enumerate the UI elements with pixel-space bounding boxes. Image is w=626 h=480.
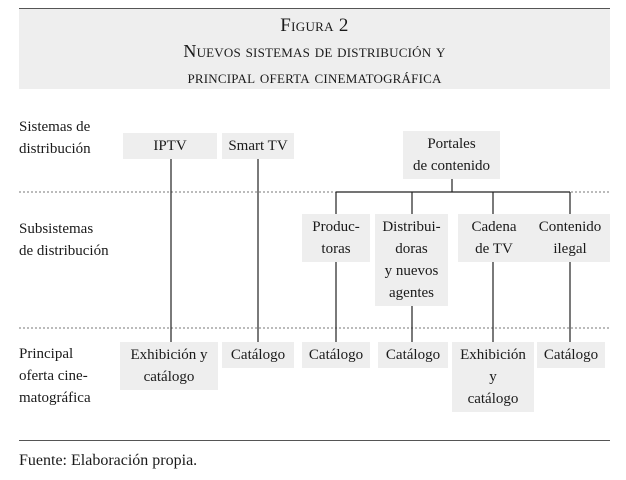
box-smart-tv: Smart TV <box>222 133 294 159</box>
box-oferta-cadena-tv: Exhibición y catálogo <box>452 342 534 412</box>
figure-label: Figura 2 <box>280 15 349 36</box>
figure-title-line-2: principal oferta cinematográfica <box>187 67 442 87</box>
box-contenido-ilegal: Contenido ilegal <box>530 214 610 262</box>
row-label-oferta: Principal oferta cine- matográfica <box>19 346 91 406</box>
figure-header: Figura 2 Nuevos sistemas de distribución… <box>19 8 610 89</box>
row-label-sistemas: Sistemas de distribución <box>19 119 91 157</box>
box-productoras: Produc- toras <box>302 214 370 262</box>
box-oferta-smart-tv: Catálogo <box>222 342 294 368</box>
box-oferta-iptv: Exhibición y catálogo <box>120 342 218 390</box>
figure-title-line-1: Nuevos sistemas de distribución y <box>183 41 446 61</box>
box-oferta-contenido-ilegal: Catálogo <box>537 342 605 368</box>
source-divider <box>19 440 610 441</box>
box-iptv: IPTV <box>123 133 217 159</box>
source-note: Fuente: Elaboración propia. <box>19 452 198 469</box>
row-label-subsistemas: Subsistemas de distribución <box>19 221 109 259</box>
box-oferta-distribuidoras: Catálogo <box>378 342 448 368</box>
box-portales: Portales de contenido <box>403 131 500 179</box>
box-cadena-tv: Cadena de TV <box>458 214 530 262</box>
box-oferta-productoras: Catálogo <box>302 342 370 368</box>
box-distribuidoras: Distribui- doras y nuevos agentes <box>375 214 448 306</box>
